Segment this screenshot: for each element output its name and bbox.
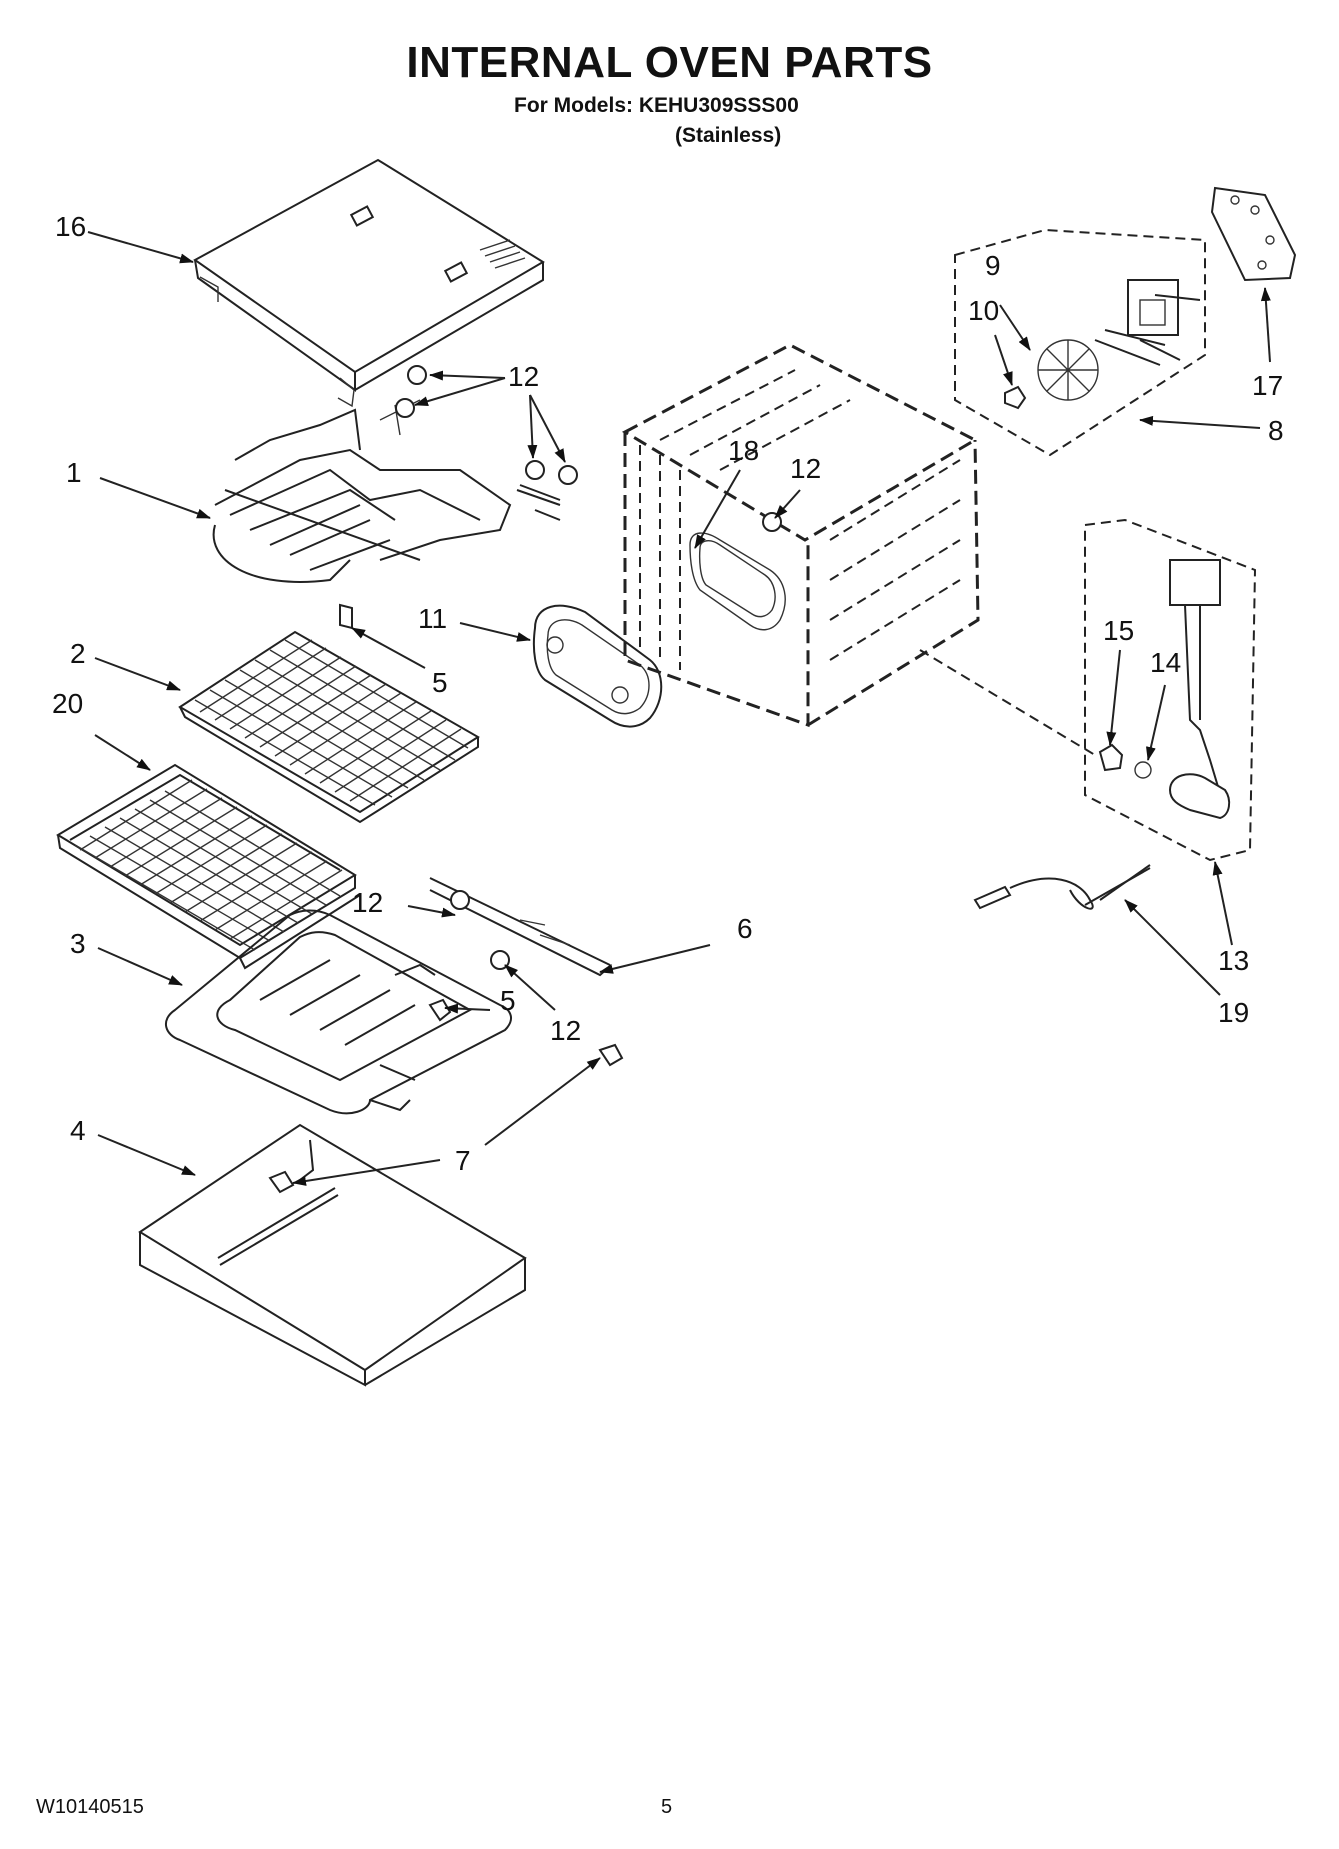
models-line: For Models: KEHU309SSS00: [514, 94, 799, 117]
part-19-meat-probe: [973, 864, 1151, 910]
callout-19: 19: [1218, 997, 1249, 1028]
callout-4: 4: [70, 1115, 86, 1146]
part-11-rear-panel: [532, 604, 663, 728]
callout-7: 7: [455, 1145, 471, 1176]
part-20-roller-rack: [56, 763, 361, 970]
callout-3: 3: [70, 928, 86, 959]
part-16-top-shield: [193, 158, 545, 408]
page-title: INTERNAL OVEN PARTS: [406, 38, 933, 87]
finish-line: (Stainless): [675, 124, 782, 147]
callout-18: 18: [728, 435, 759, 466]
callout-2: 2: [70, 638, 86, 669]
callout-1: 1: [66, 457, 82, 488]
part-3-bake-element: [165, 909, 512, 1115]
part-4-cover-pan: [138, 1123, 527, 1387]
callout-labels: 16 12 1 5 2 20 12 3 6 5 12 4 7 11 18 12 …: [52, 211, 1284, 1176]
page-number: 5: [661, 1796, 673, 1818]
callout-13: 13: [1218, 945, 1249, 976]
callout-14: 14: [1150, 647, 1181, 678]
callout-12-cavity: 12: [790, 453, 821, 484]
oven-cavity-outline: [621, 343, 980, 728]
document-number: W10140515: [36, 1796, 144, 1818]
leader-lines: [87, 231, 1271, 1186]
callout-9: 9: [985, 250, 1001, 281]
callout-5: 5: [432, 667, 448, 698]
callout-15: 15: [1103, 615, 1134, 646]
part-13-convection-assembly: [1084, 518, 1257, 862]
callout-11: 11: [418, 603, 447, 634]
callout-12-lower: 12: [352, 887, 383, 918]
callout-12: 12: [508, 361, 539, 392]
callout-17: 17: [1252, 370, 1283, 401]
part-8-fan-assembly: [954, 228, 1206, 457]
callout-10: 10: [968, 295, 999, 326]
part-2-oven-rack: [178, 630, 480, 824]
part-1-broil-element: [212, 399, 561, 583]
callout-6: 6: [737, 913, 753, 944]
callout-20: 20: [52, 688, 83, 719]
callout-8: 8: [1268, 415, 1284, 446]
callout-16: 16: [55, 211, 86, 242]
callout-12-bottom: 12: [550, 1015, 581, 1046]
callout-5-lower: 5: [500, 985, 516, 1016]
part-17-gasket: [1210, 186, 1297, 282]
